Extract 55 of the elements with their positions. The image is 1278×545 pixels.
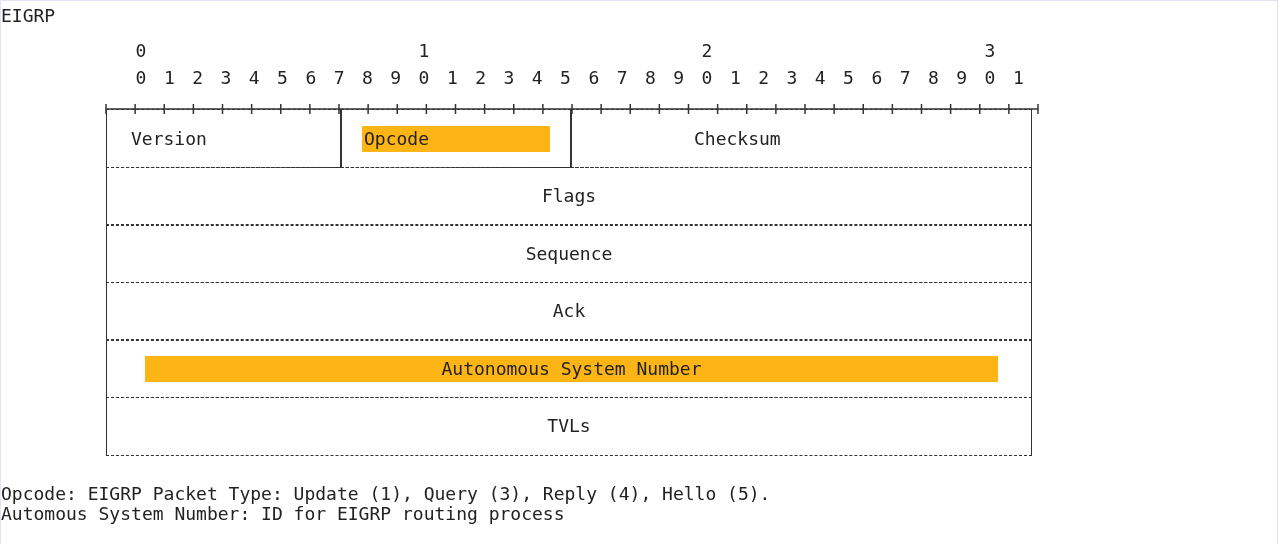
field-name: Checksum (694, 126, 781, 151)
bit-number: 1 (163, 67, 175, 89)
bit-number: 5 (560, 67, 571, 89)
field-name: Flags (540, 184, 598, 208)
header-field (106, 109, 341, 168)
bit-number: 4 (248, 67, 260, 89)
highlighted-field-name: Opcode (362, 125, 550, 152)
bit-number: 3 (503, 67, 515, 89)
header-field (106, 339, 1032, 398)
bit-number: 5 (277, 67, 288, 89)
highlighted-field-name: Autonomous System Number (145, 355, 998, 382)
bit-number: 5 (843, 67, 854, 89)
bit-number: 8 (644, 67, 656, 89)
bit-number: 2 (701, 40, 713, 62)
bit-number: 6 (305, 67, 317, 89)
bit-number: 0 (701, 67, 713, 89)
field-name: Version (131, 126, 207, 151)
header-field (106, 224, 1032, 283)
note-text: Automous System Number: ID for EIGRP routing process (1, 503, 565, 525)
field-name: Sequence (524, 241, 614, 266)
bit-number: 2 (192, 67, 203, 89)
bit-number: 6 (871, 67, 883, 89)
bit-number: 4 (814, 67, 826, 89)
bit-number: 4 (531, 67, 543, 89)
bit-number: 8 (361, 67, 373, 89)
bit-number: 1 (1012, 67, 1024, 89)
title: EIGRP (1, 5, 56, 27)
bit-number: 1 (446, 67, 458, 89)
bit-number: 1 (729, 67, 741, 89)
bit-number: 3 (220, 67, 232, 89)
header-field (571, 109, 1032, 168)
bit-number: 0 (984, 67, 996, 89)
bit-number: 9 (673, 67, 685, 89)
bit-number: 8 (927, 67, 939, 89)
bit-number: 0 (135, 40, 147, 62)
bit-number: 0 (135, 67, 147, 89)
note-text: Opcode: EIGRP Packet Type: Update (1), Query (3), Reply (4), Hello (5). (1, 483, 771, 505)
field-name: TVLs (546, 414, 592, 438)
bit-number: 7 (616, 67, 628, 89)
field-name: Ack (551, 299, 587, 323)
header-field (341, 109, 571, 168)
bit-number: 7 (333, 67, 345, 89)
bit-number: 3 (984, 40, 996, 62)
bit-number: 6 (588, 67, 600, 89)
bit-number: 0 (418, 67, 430, 89)
bit-number: 2 (758, 67, 769, 89)
bit-number: 9 (956, 67, 968, 89)
bit-number: 2 (475, 67, 486, 89)
bit-number: 9 (390, 67, 402, 89)
header-field (106, 396, 1032, 456)
bit-number: 3 (786, 67, 798, 89)
bit-number: 7 (899, 67, 911, 89)
header-field (106, 281, 1032, 341)
header-field (106, 166, 1032, 226)
bit-number: 1 (418, 40, 430, 62)
